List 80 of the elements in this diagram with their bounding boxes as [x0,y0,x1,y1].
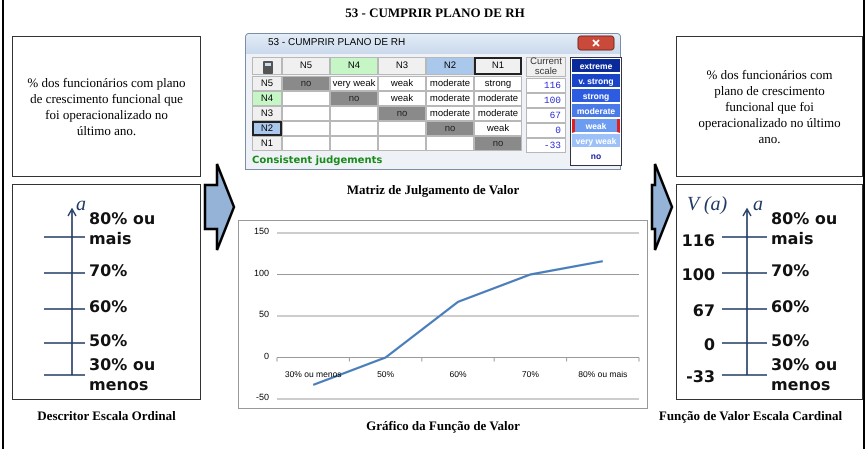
axis-label: a [753,193,763,216]
status-text: Consistent judgements [252,155,382,166]
tick-label: 0 [262,350,269,360]
node-label: Gráfico da Função de Valor [365,418,521,433]
tick-label: 150 [252,226,269,236]
scale-value: 116 [680,231,715,250]
scale-label: 80% ou mais [771,209,838,249]
node-label: Descritor Escala Ordinal [36,408,177,423]
table-cell: moderate [474,106,522,121]
scale-label: 50% [771,331,810,351]
scale-value: -33 [685,367,715,386]
column-header: N3 [378,57,426,75]
row-header: N2 [252,121,282,136]
table-cell: moderate [474,91,522,106]
window-title: 53 - CUMPRIR PLANO DE RH [268,37,406,48]
row-header: N4 [252,91,282,106]
table-cell: strong [474,76,522,91]
scale-label: 30% ou menos [89,355,156,395]
axis-label: a [76,193,86,216]
block-arrow [204,162,236,252]
table-cell: moderate [426,106,474,121]
table-cell: 67 [526,108,566,123]
scale-level: v. strong [572,74,620,88]
table-cell: very weak [330,76,378,91]
scale-label: 60% [771,297,810,317]
column-header: N2 [426,57,474,75]
category-label: 70% [520,368,540,378]
line-chart [238,220,648,409]
table-cell: no [330,91,378,106]
row-header: N3 [252,106,282,121]
table-cell: moderate [426,91,474,106]
table-cell: no [378,106,426,121]
text-box: % dos funcionários com plano de crescimento funcional que foi operacionalizado no último ano. [676,36,863,177]
column-header: N5 [282,57,330,75]
column-header: N4 [330,57,378,75]
table-cell: 116 [526,78,566,93]
table-cell: weak [378,91,426,106]
table-cell: -33 [526,138,566,153]
block-arrow [650,162,674,252]
tick-label: 50 [258,309,269,319]
row-header: N5 [252,76,282,91]
table-cell: 100 [526,93,566,108]
axis-label: V (a) [687,193,728,216]
table-cell: weak [378,76,426,91]
row-header: N1 [252,136,282,151]
node-label: Função de Valor Escala Cardinal [658,408,844,423]
scale-label: 80% ou mais [89,209,156,249]
column-header: Current scale [526,57,566,77]
scale-level: moderate [572,104,620,118]
text-box: % dos funcionários com plano de crescimento funcional que foi operacionalizado no último ano. [12,36,201,177]
table-cell: weak [474,121,522,136]
scale-level: very weak [572,134,620,148]
category-label: 60% [448,368,468,378]
scale-value: 0 [702,335,715,354]
diagram-title: 53 - CUMPRIR PLANO DE RH [344,5,526,20]
tick-label: 100 [252,268,269,278]
table-cell: moderate [426,76,474,91]
scale-panel [12,184,201,400]
node-label: Matriz de Julgamento de Valor [346,182,520,197]
scale-label: 50% [89,331,128,351]
table-cell: no [474,136,522,151]
scale-level: weak [572,119,620,133]
scale-panel [676,184,863,400]
table-cell: no [282,76,330,91]
scale-label: 30% ou menos [771,355,838,395]
scale-level: strong [572,89,620,103]
scale-label: 70% [89,261,128,281]
scale-label: 70% [771,261,810,281]
scale-value: 67 [692,301,715,320]
table-cell: no [426,121,474,136]
category-label: 30% ou menos [284,368,343,378]
column-header: N1 [474,57,522,75]
scale-level: extreme [572,59,620,73]
category-label: 80% ou mais [577,368,628,378]
software-window [245,33,621,170]
tick-label: -50 [254,392,269,402]
table-cell: 0 [526,123,566,138]
category-label: 50% [376,368,396,378]
scale-value: 100 [680,265,715,284]
scale-label: 60% [89,297,128,317]
